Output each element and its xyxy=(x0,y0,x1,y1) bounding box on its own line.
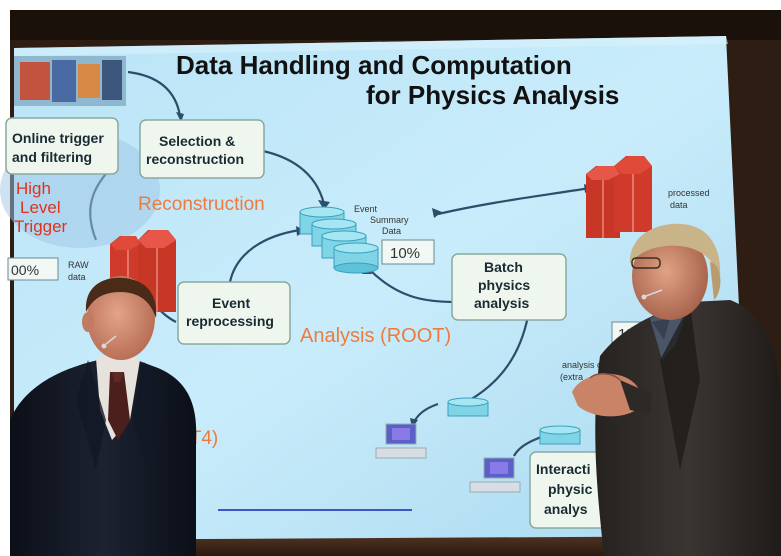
detector-thumbnail xyxy=(14,56,126,106)
raw-percent-box: 00% xyxy=(7,257,59,281)
label-analysis-root: Analysis (ROOT) xyxy=(300,325,451,347)
selection-text2: reconstruction xyxy=(146,151,244,167)
analysis-obj-label1: analysis obj xyxy=(562,360,609,370)
slide-title-line2: for Physics Analysis xyxy=(366,80,619,110)
slide-title-line1: Data Handling and Computation xyxy=(176,50,572,80)
processed-label2: data xyxy=(670,200,688,210)
interactive-text1: Interacti xyxy=(536,461,590,477)
processed-label1: processed xyxy=(668,188,710,198)
screen-edge-highlight xyxy=(14,36,728,56)
label-trigger: Trigger xyxy=(14,217,68,236)
analysis-obj-label2: (extra xyxy=(560,372,583,382)
computer-icon-2 xyxy=(469,457,521,493)
batch-text1: Batch xyxy=(484,259,523,275)
esd-percent-box: 10% xyxy=(381,239,435,265)
batch-text2: physics xyxy=(478,277,530,293)
event-reprocessing-box: Event reprocessing xyxy=(177,281,291,345)
raw-label2: data xyxy=(68,272,86,282)
online-trigger-box: Online trigger and filtering xyxy=(5,117,119,175)
label-level: Level xyxy=(20,198,61,217)
left-speaker xyxy=(10,276,197,556)
label-high: High xyxy=(16,179,51,198)
raw-label1: RAW xyxy=(68,260,89,270)
label-reconstruction: Reconstruction xyxy=(138,194,265,215)
batch-analysis-box: Batch physics analysis xyxy=(451,253,567,321)
esd-label1: Event xyxy=(354,204,378,214)
small-cylinders xyxy=(447,397,581,445)
esd-cylinders xyxy=(299,206,379,274)
ceiling-shadow xyxy=(10,10,781,40)
interactive-text2: physic xyxy=(548,481,593,497)
interactive-text3: analys xyxy=(544,501,588,517)
selection-box: Selection & reconstruction xyxy=(139,119,265,179)
batch-text3: analysis xyxy=(474,295,529,311)
pct-10: 10% xyxy=(390,245,420,262)
selection-text1: Selection & xyxy=(159,133,235,149)
esd-label3: Data xyxy=(382,226,401,236)
esd-label2: Summary xyxy=(370,215,409,225)
online-trigger-text1: Online trigger xyxy=(12,130,104,146)
event-reproc-text1: Event xyxy=(212,295,250,311)
computer-icon-1 xyxy=(375,423,427,459)
online-trigger-text2: and filtering xyxy=(12,149,92,165)
pct-100: 00% xyxy=(11,262,39,278)
processed-data-prisms xyxy=(586,156,652,238)
right-speaker xyxy=(572,223,781,556)
event-reproc-text2: reprocessing xyxy=(186,313,274,329)
